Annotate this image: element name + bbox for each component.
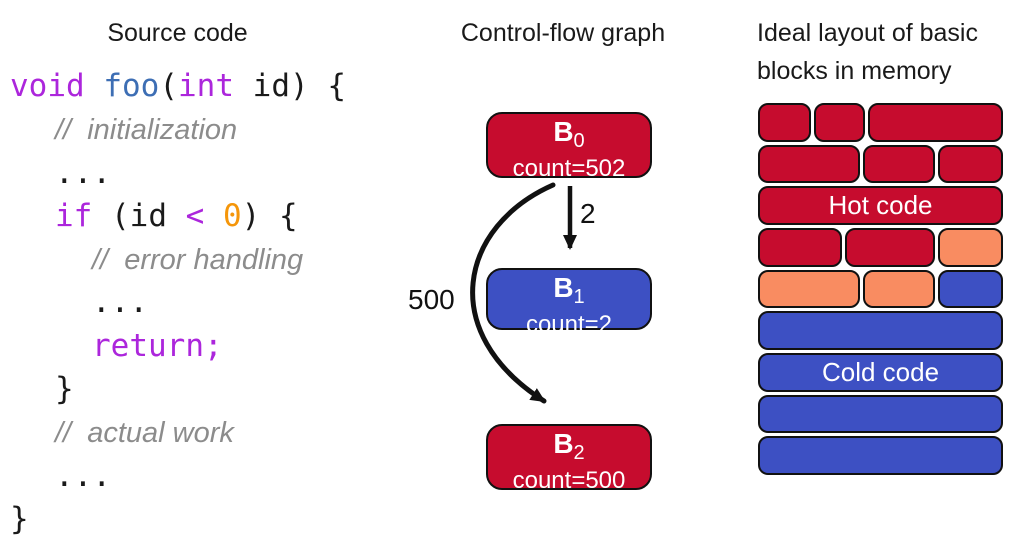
code-token-comment: // actual work [55, 417, 234, 450]
source-code-line: void foo(int id) { [10, 65, 346, 108]
memory-layout-title: Ideal layout of basic blocks in memory [757, 14, 1017, 90]
memory-block-hot [844, 228, 936, 267]
memory-block-warm [863, 269, 936, 309]
code-token-function: foo [103, 68, 160, 104]
code-token-keyword: void [10, 68, 85, 104]
memory-block-cold [938, 269, 1003, 309]
code-token-plain: ... [55, 154, 111, 191]
cfg-node-b2-id: B2 [553, 428, 585, 465]
memory-block-cold [758, 311, 1003, 351]
code-token-comment: // error handling [92, 244, 304, 277]
memory-row [758, 394, 1003, 434]
cfg-node-b1-count: count=2 [525, 311, 613, 338]
source-code-line: ... [10, 152, 346, 195]
code-token-keyword: int [178, 68, 234, 104]
memory-row [758, 103, 1003, 142]
cfg-node-b2-count: count=500 [512, 467, 626, 494]
memory-block-hot [758, 228, 842, 267]
memory-block-hot-code: Hot code [758, 186, 1003, 226]
edge-label-b0-b1: 2 [580, 198, 596, 229]
memory-block-cold [758, 394, 1003, 434]
code-token-keyword: if [55, 197, 93, 234]
code-token-plain: ... [92, 284, 148, 321]
code-token-plain: ... [55, 457, 111, 494]
memory-row [758, 436, 1003, 476]
memory-block-hot [758, 103, 812, 142]
code-token-plain: ( [159, 68, 178, 104]
cfg-node-b0-count: count=502 [512, 155, 626, 182]
memory-row [758, 144, 1003, 184]
code-token-keyword: return; [92, 327, 223, 364]
source-code-line: return; [10, 325, 346, 368]
source-code-line: ... [10, 455, 346, 498]
memory-block-hot [867, 103, 1003, 142]
memory-layout-title-line1: Ideal layout of basic [757, 19, 978, 47]
source-code-line: // error handling [10, 238, 346, 281]
code-token-plain: (id [92, 197, 186, 234]
source-code-line: ... [10, 281, 346, 324]
memory-block-hot [758, 144, 861, 184]
memory-block-cold [758, 436, 1003, 476]
source-code-block: void foo(int id) { // initialization... if… [10, 65, 346, 541]
memory-row [758, 311, 1003, 351]
memory-row: Cold code [758, 353, 1003, 392]
memory-block-warm [938, 228, 1003, 267]
source-code-title: Source code [107, 19, 248, 47]
cfg-node-b2: B2 count=500 [486, 424, 652, 494]
cfg-node-b1: B1 count=2 [486, 268, 652, 338]
cfg-node-b1-id: B1 [553, 272, 585, 309]
memory-block-cold-code: Cold code [758, 353, 1003, 392]
edge-label-b0-b2: 500 [408, 284, 455, 315]
code-token-plain [85, 68, 104, 104]
code-token-keyword: < [185, 197, 205, 234]
memory-block-warm [758, 269, 861, 309]
memory-row [758, 228, 1003, 267]
code-token-plain: } [10, 500, 29, 537]
code-token-number: 0 [223, 197, 242, 234]
code-token-plain: ) { [241, 197, 298, 234]
memory-layout-title-line2: blocks in memory [757, 57, 952, 85]
cfg-node-b0-id: B0 [553, 116, 585, 153]
code-token-comment: // initialization [55, 114, 238, 147]
memory-block-hot [814, 103, 865, 142]
memory-block-hot [863, 144, 936, 184]
source-code-line: } [10, 498, 346, 541]
source-code-line: if (id < 0) { [10, 195, 346, 238]
memory-block-hot [938, 144, 1003, 184]
source-code-line: // actual work [10, 411, 346, 454]
code-token-plain [204, 198, 223, 234]
control-flow-graph-title: Control-flow graph [460, 19, 666, 47]
memory-row [758, 269, 1003, 309]
source-code-line: } [10, 368, 346, 411]
memory-row: Hot code [758, 186, 1003, 226]
code-token-plain: id) { [234, 68, 346, 104]
code-token-plain: } [55, 371, 74, 408]
cfg-node-b0: B0 count=502 [486, 112, 652, 182]
source-code-line: // initialization [10, 108, 346, 151]
